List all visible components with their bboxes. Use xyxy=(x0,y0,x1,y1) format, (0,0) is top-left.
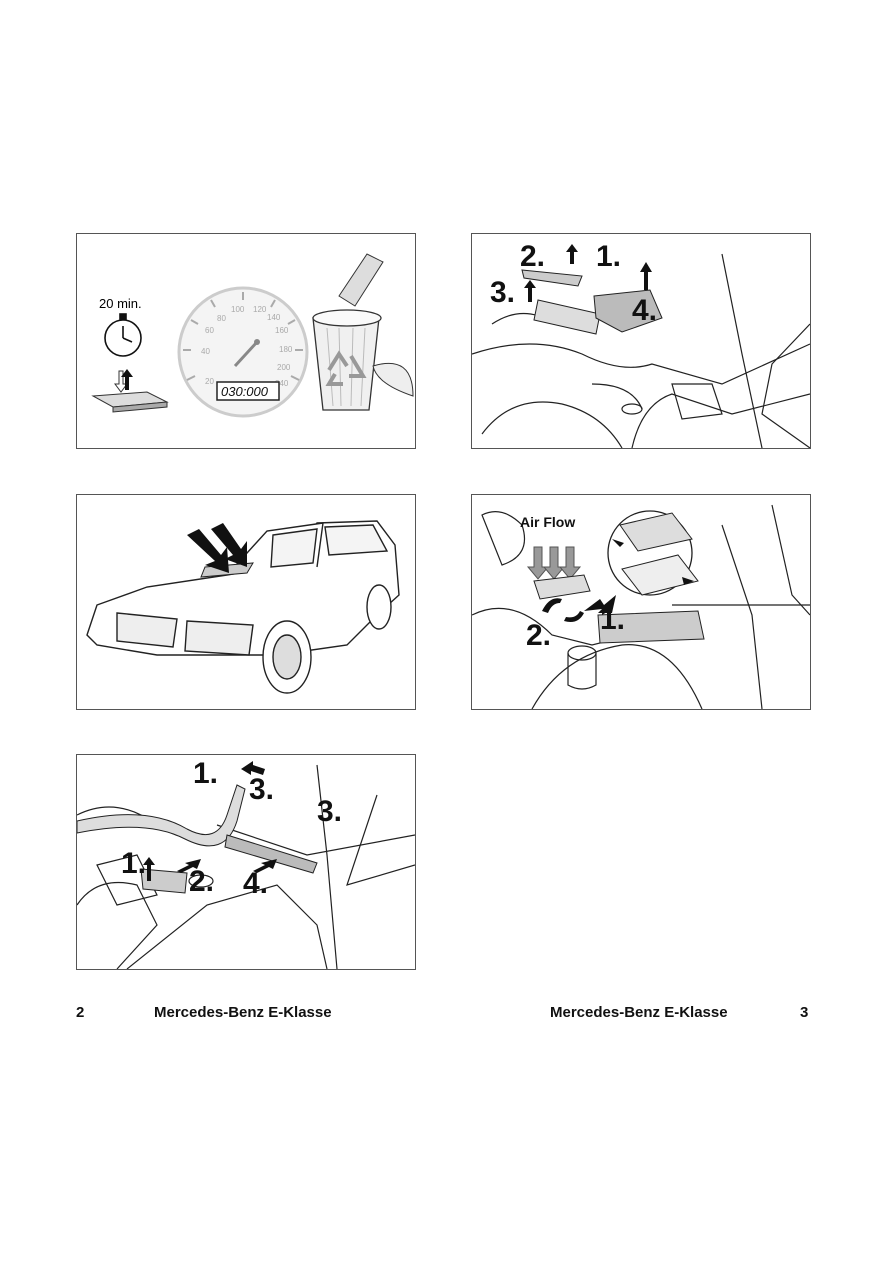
step-3b-label: 3. xyxy=(317,795,342,828)
step-4-label: 4. xyxy=(243,867,268,900)
speed-tick-240: 240 xyxy=(275,379,289,388)
speed-tick-180: 180 xyxy=(279,345,293,354)
panel-service-interval: 20 min. 20 40 60 xyxy=(76,233,416,449)
panel-airflow-install: Air Flow 1. 2. xyxy=(471,494,811,710)
speed-tick-200: 200 xyxy=(277,363,291,372)
left-page-number: 2 xyxy=(76,1004,85,1021)
panel-car-overview xyxy=(76,494,416,710)
step-1b-label: 1. xyxy=(121,847,146,880)
stopwatch-icon xyxy=(104,313,142,357)
speed-tick-80: 80 xyxy=(217,314,226,323)
step-1-label: 1. xyxy=(600,603,625,636)
odometer-readout: 030:000 xyxy=(221,384,269,399)
right-page-number: 3 xyxy=(800,1004,809,1021)
step-1-label: 1. xyxy=(193,757,218,790)
speed-tick-60: 60 xyxy=(205,326,214,335)
timer-label: 20 min. xyxy=(99,296,142,311)
speed-tick-20: 20 xyxy=(205,377,214,386)
speedometer-icon: 20 40 60 80 100 120 140 160 180 200 240 … xyxy=(177,286,309,418)
recycle-bin-icon xyxy=(312,253,414,411)
filter-removal-illustration: 1. 2. 3. 4. xyxy=(472,240,810,448)
step-2-label: 2. xyxy=(526,619,551,652)
car-illustration xyxy=(86,520,400,694)
airflow-label: Air Flow xyxy=(520,514,575,530)
panel-cover-install: 1. 1. 2. 3. 3. 4. xyxy=(76,754,416,970)
right-page-title: Mercedes-Benz E-Klasse xyxy=(550,1004,728,1021)
step-3-label: 3. xyxy=(249,773,274,806)
step-3-label: 3. xyxy=(490,276,515,309)
left-page-title: Mercedes-Benz E-Klasse xyxy=(154,1004,332,1021)
speed-tick-120: 120 xyxy=(253,305,267,314)
service-interval-illustration: 20 min. 20 40 60 xyxy=(91,253,414,418)
step-2-label: 2. xyxy=(189,865,214,898)
hood-arrow-icons xyxy=(187,523,247,573)
speed-tick-100: 100 xyxy=(231,305,245,314)
filter-swap-icon xyxy=(91,369,169,413)
speed-tick-40: 40 xyxy=(201,347,210,356)
panel-filter-removal: 1. 2. 3. 4. xyxy=(471,233,811,449)
speed-tick-160: 160 xyxy=(275,326,289,335)
cover-install-illustration: 1. 1. 2. 3. 3. 4. xyxy=(77,757,415,969)
airflow-illustration: Air Flow 1. 2. xyxy=(472,504,810,709)
speed-tick-140: 140 xyxy=(267,313,281,322)
step-4-label: 4. xyxy=(632,294,657,327)
step-2-label: 2. xyxy=(520,240,545,273)
step-1-label: 1. xyxy=(596,240,621,273)
